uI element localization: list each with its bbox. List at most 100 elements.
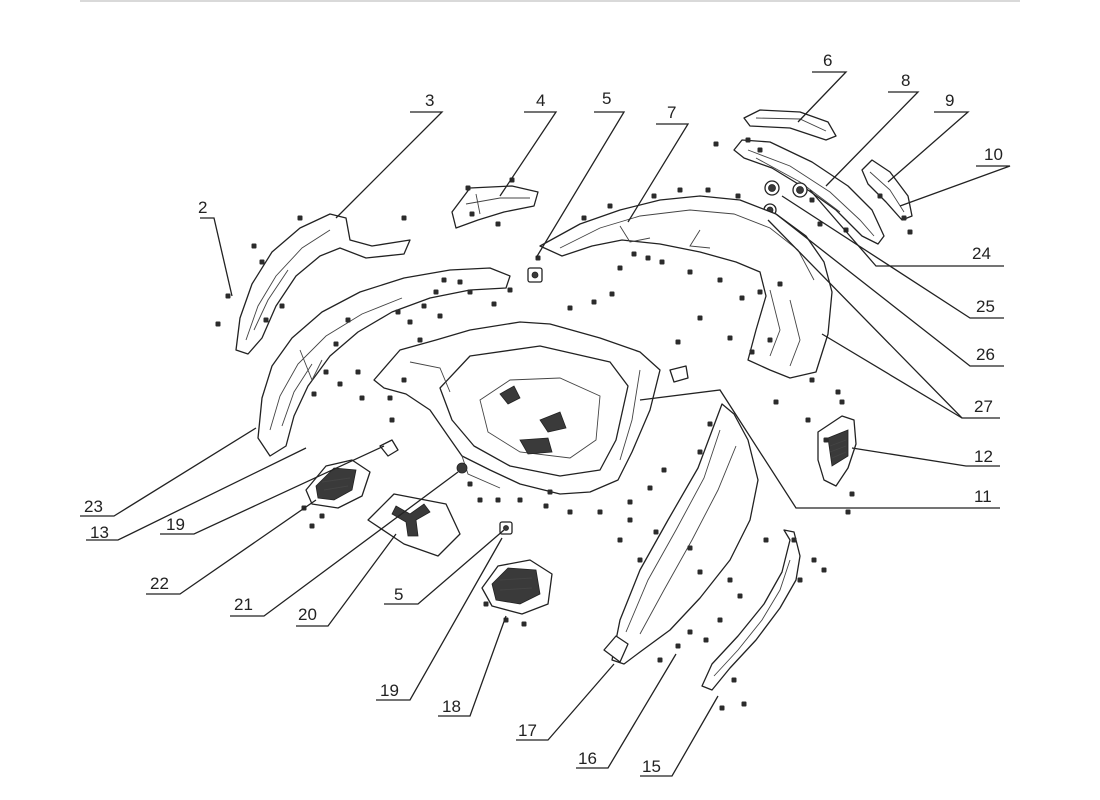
fastener-dot bbox=[345, 317, 351, 323]
fastener-dot bbox=[355, 369, 361, 375]
leader-27b bbox=[821, 333, 963, 419]
part-20-plate bbox=[367, 493, 461, 557]
callout-10: 10 bbox=[984, 145, 1003, 164]
leader-2 bbox=[200, 217, 233, 297]
fastener-dot bbox=[675, 643, 681, 649]
fastener-dot bbox=[735, 193, 741, 199]
fastener-dot bbox=[467, 481, 473, 487]
part-18-pad bbox=[481, 559, 553, 615]
fastener-dot bbox=[749, 349, 755, 355]
leader-20 bbox=[296, 533, 397, 627]
part-17-lower-valance bbox=[603, 403, 759, 665]
fastener-dot bbox=[225, 293, 231, 299]
fastener-dot bbox=[491, 301, 497, 307]
fastener-dot bbox=[477, 497, 483, 503]
fastener-dot bbox=[901, 215, 907, 221]
fastener-dot bbox=[687, 269, 693, 275]
fastener-dot bbox=[521, 621, 527, 627]
fastener-dot bbox=[659, 259, 665, 265]
callout-labels: 2 3 4 5 6 7 8 9 10 24 25 26 27 12 11 23 … bbox=[84, 51, 1003, 776]
fastener-dot bbox=[591, 299, 597, 305]
fastener-dot bbox=[597, 509, 603, 515]
leader-21 bbox=[230, 471, 459, 617]
callout-25: 25 bbox=[976, 297, 995, 316]
part-23-arch-liner bbox=[257, 267, 511, 457]
leader-11 bbox=[639, 389, 1000, 509]
leader-25 bbox=[781, 195, 1004, 319]
fastener-dot bbox=[617, 537, 623, 543]
leader-5a bbox=[535, 111, 626, 259]
part-11-center-tub bbox=[373, 321, 661, 495]
fastener-dot bbox=[797, 577, 803, 583]
fastener-dot bbox=[809, 377, 815, 383]
callout-12: 12 bbox=[974, 447, 993, 466]
fastener-dot bbox=[717, 617, 723, 623]
leader-26 bbox=[775, 213, 1004, 367]
part-15-lower-strip bbox=[701, 529, 801, 691]
fastener-dot bbox=[495, 221, 501, 227]
callout-9: 9 bbox=[945, 91, 954, 110]
fastener-dot bbox=[437, 313, 443, 319]
fastener-dot bbox=[433, 289, 439, 295]
fastener-dot bbox=[495, 497, 501, 503]
fastener-dot bbox=[651, 193, 657, 199]
fastener-dot bbox=[767, 337, 773, 343]
part-19-clip bbox=[379, 439, 399, 457]
fastener-dot bbox=[647, 485, 653, 491]
callout-21: 21 bbox=[234, 595, 253, 614]
fastener-dot bbox=[823, 437, 829, 443]
leader-10 bbox=[899, 165, 1011, 207]
part-21-nut bbox=[456, 462, 468, 474]
part-4-bracket bbox=[451, 185, 539, 229]
fastener-dot bbox=[389, 417, 395, 423]
fastener-dot bbox=[607, 203, 613, 209]
fastener-dot bbox=[297, 215, 303, 221]
fastener-dot bbox=[215, 321, 221, 327]
fastener-dot bbox=[809, 197, 815, 203]
fastener-dot bbox=[627, 517, 633, 523]
part-24-grommet bbox=[764, 180, 780, 196]
fastener-dot bbox=[645, 255, 651, 261]
fastener-dot bbox=[697, 449, 703, 455]
part-9-side-trim bbox=[861, 159, 913, 221]
fastener-dot bbox=[697, 569, 703, 575]
fastener-dot bbox=[907, 229, 913, 235]
fastener-dot bbox=[251, 243, 257, 249]
fastener-dot bbox=[407, 319, 413, 325]
leader-19b bbox=[376, 537, 503, 701]
callout-24: 24 bbox=[972, 244, 991, 263]
part-6-trim-strip bbox=[743, 109, 837, 141]
fastener-dot bbox=[517, 497, 523, 503]
callout-2: 2 bbox=[198, 198, 207, 217]
callout-15: 15 bbox=[642, 757, 661, 776]
fastener-dot bbox=[417, 337, 423, 343]
callout-18: 18 bbox=[442, 697, 461, 716]
callout-6: 6 bbox=[823, 51, 832, 70]
fastener-dot bbox=[337, 381, 343, 387]
leader-18 bbox=[438, 615, 507, 717]
fastener-dot bbox=[805, 417, 811, 423]
fastener-dot bbox=[395, 309, 401, 315]
callout-11: 11 bbox=[974, 487, 992, 506]
fastener-dot bbox=[741, 701, 747, 707]
fastener-dot bbox=[567, 305, 573, 311]
fastener-dot bbox=[441, 277, 447, 283]
fastener-dot bbox=[465, 185, 471, 191]
fastener-dot bbox=[811, 557, 817, 563]
leader-6 bbox=[797, 71, 848, 123]
fastener-dot bbox=[713, 141, 719, 147]
fastener-dot bbox=[849, 491, 855, 497]
leader-17 bbox=[516, 663, 615, 741]
fastener-dot bbox=[773, 399, 779, 405]
fastener-dot bbox=[817, 221, 823, 227]
fastener-dot bbox=[631, 251, 637, 257]
leader-4 bbox=[499, 111, 558, 197]
leader-7 bbox=[627, 123, 690, 223]
callout-13: 13 bbox=[90, 523, 109, 542]
parts-group bbox=[235, 109, 913, 691]
fastener-dot bbox=[737, 593, 743, 599]
callout-20: 20 bbox=[298, 605, 317, 624]
leader-8 bbox=[825, 91, 920, 187]
part-25-grommet bbox=[792, 182, 808, 198]
